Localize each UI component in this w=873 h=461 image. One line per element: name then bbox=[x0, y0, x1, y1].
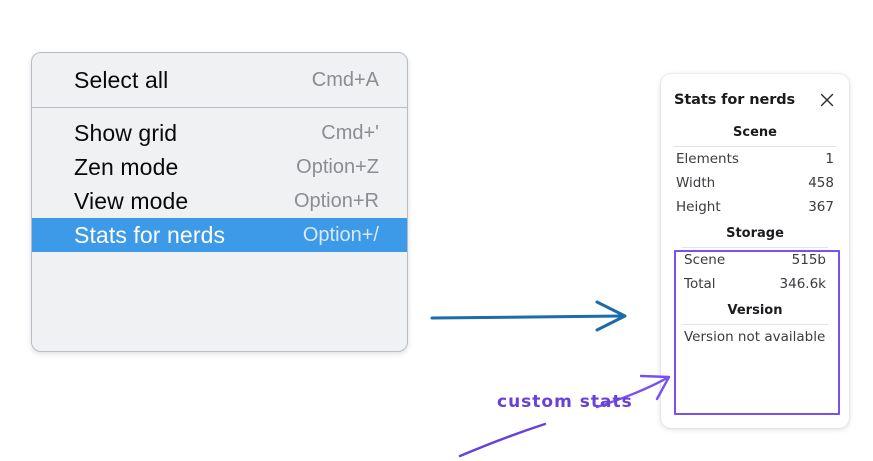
menu-item-shortcut: Option+/ bbox=[302, 223, 379, 246]
menu-item-stats-for-nerds[interactable]: Stats for nerds Option+/ bbox=[32, 218, 407, 252]
stat-value: 515b bbox=[791, 252, 826, 268]
menu-divider bbox=[32, 107, 407, 108]
stat-value: 458 bbox=[808, 175, 834, 191]
custom-stats-annotation-label: custom stats bbox=[497, 392, 633, 412]
menu-group-2: Show grid Cmd+' Zen mode Option+Z View m… bbox=[32, 108, 407, 260]
menu-item-show-grid[interactable]: Show grid Cmd+' bbox=[32, 116, 407, 150]
context-menu[interactable]: Select all Cmd+A Show grid Cmd+' Zen mod… bbox=[31, 52, 408, 352]
menu-item-shortcut: Option+R bbox=[293, 189, 379, 212]
purple-underline-stroke bbox=[458, 422, 547, 458]
section-divider bbox=[682, 324, 828, 325]
stat-row: Width 458 bbox=[674, 171, 836, 195]
menu-item-shortcut: Option+Z bbox=[296, 155, 379, 178]
menu-item-label: Stats for nerds bbox=[74, 221, 226, 248]
section-heading: Version bbox=[727, 303, 783, 318]
menu-group-1: Select all Cmd+A bbox=[32, 53, 407, 107]
stat-key: Elements bbox=[676, 151, 739, 167]
menu-item-view-mode[interactable]: View mode Option+R bbox=[32, 184, 407, 218]
menu-item-shortcut: Cmd+' bbox=[321, 121, 379, 144]
menu-item-label: Show grid bbox=[74, 119, 178, 146]
section-version: Version Version not available bbox=[674, 296, 836, 349]
close-icon[interactable] bbox=[818, 91, 836, 109]
stat-row: Total 346.6k bbox=[682, 272, 828, 296]
section-divider bbox=[682, 247, 828, 248]
stat-value: 1 bbox=[825, 151, 834, 167]
section-heading: Storage bbox=[726, 226, 784, 241]
blue-arrow-icon bbox=[430, 300, 627, 332]
stat-key: Total bbox=[684, 276, 716, 292]
menu-item-label: Select all bbox=[74, 66, 169, 93]
menu-item-select-all[interactable]: Select all Cmd+A bbox=[32, 63, 407, 97]
menu-item-label: View mode bbox=[74, 187, 189, 214]
section-heading: Scene bbox=[733, 125, 777, 140]
stats-for-nerds-panel: Stats for nerds Scene Elements 1 Width 4… bbox=[661, 74, 849, 428]
stat-key: Scene bbox=[684, 252, 726, 268]
stat-row: Version not available bbox=[682, 325, 828, 349]
menu-item-shortcut: Cmd+A bbox=[311, 68, 379, 91]
stat-key: Width bbox=[676, 175, 716, 191]
panel-header: Stats for nerds bbox=[674, 74, 836, 118]
stat-value: 346.6k bbox=[779, 276, 826, 292]
stat-row: Scene 515b bbox=[682, 248, 828, 272]
menu-item-label: Zen mode bbox=[74, 153, 179, 180]
stat-key: Height bbox=[676, 199, 721, 215]
stat-row: Height 367 bbox=[674, 195, 836, 219]
menu-item-zen-mode[interactable]: Zen mode Option+Z bbox=[32, 150, 407, 184]
stat-row: Elements 1 bbox=[674, 147, 836, 171]
stat-value: 367 bbox=[808, 199, 834, 215]
version-value: Version not available bbox=[684, 329, 826, 345]
section-storage: Storage Scene 515b Total 346.6k bbox=[674, 219, 836, 296]
section-divider bbox=[674, 146, 836, 147]
panel-title: Stats for nerds bbox=[674, 92, 796, 108]
section-scene: Scene Elements 1 Width 458 Height 367 bbox=[674, 118, 836, 219]
